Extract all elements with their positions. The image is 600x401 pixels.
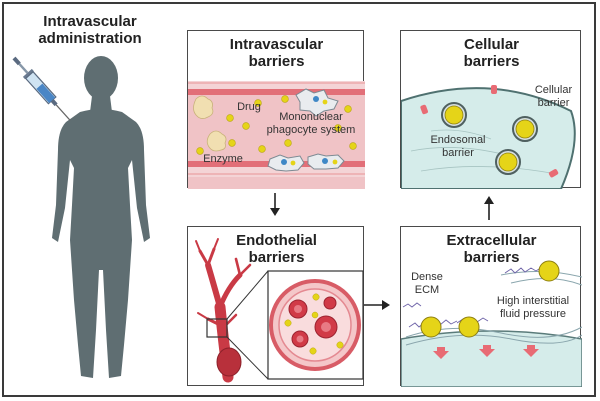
left-title-line2: administration: [38, 30, 142, 47]
label-mps-line2: phagocyte system: [266, 124, 356, 136]
intravascular-panel: Intravascular barriers Drug Mononuclear …: [187, 30, 366, 189]
label-mps-line1: Mononuclear: [279, 111, 343, 123]
cellular-title: Cellular barriers: [401, 36, 582, 70]
intravascular-title-line2: barriers: [248, 53, 305, 70]
label-mps: Mononuclear phagocyte system: [256, 111, 366, 137]
blood-vessel-illustration: [188, 81, 365, 189]
label-ecm-line1: Dense: [411, 271, 443, 283]
label-interstitial-pressure: High interstitial fluid pressure: [483, 295, 583, 321]
label-endosomal-line1: Endosomal: [430, 134, 486, 146]
label-dense-ecm: Dense ECM: [407, 271, 447, 297]
syringe-icon: [12, 56, 71, 121]
endothelial-drug-particles: [284, 293, 344, 355]
label-enzyme: Enzyme: [203, 153, 243, 165]
label-cellular-barrier: Cellular barrier: [526, 84, 581, 110]
cell-illustration: [401, 85, 576, 189]
ecm-nanoparticles: [420, 260, 560, 338]
label-drug: Drug: [237, 101, 261, 113]
left-title: Intravascular administration: [5, 13, 175, 47]
label-endosomal-barrier: Endosomal barrier: [423, 134, 493, 160]
flow-arrows: [270, 193, 494, 310]
pressure-arrows: [433, 345, 539, 359]
capillary-illustration: [195, 238, 364, 383]
endosomes: [441, 102, 538, 175]
label-pressure-line1: High interstitial: [496, 295, 570, 307]
label-pressure-line2: fluid pressure: [499, 308, 567, 320]
label-endosomal-line2: barrier: [442, 147, 474, 159]
endothelial-title-line1: Endothelial: [236, 232, 317, 249]
endothelial-title: Endothelial barriers: [188, 232, 365, 266]
endothelial-title-line2: barriers: [248, 249, 305, 266]
cellular-title-line2: barriers: [463, 53, 520, 70]
intravascular-title-line1: Intravascular: [229, 36, 324, 53]
label-cellular-line1: Cellular: [534, 84, 573, 96]
left-title-line1: Intravascular: [43, 13, 137, 30]
extracellular-panel: Extracellular barriers Dense ECM High in…: [400, 226, 583, 387]
drug-particles: [196, 95, 357, 155]
ecm-illustration: [401, 260, 582, 387]
intravascular-title: Intravascular barriers: [188, 36, 365, 70]
enzyme-icon: [193, 95, 227, 152]
extracellular-title-line1: Extracellular: [446, 232, 537, 249]
human-silhouette: [52, 56, 150, 378]
extracellular-title: Extracellular barriers: [401, 232, 582, 266]
cellular-title-line1: Cellular: [463, 36, 520, 53]
cellular-panel: Cellular barriers Cellular barrier Endos…: [400, 30, 582, 189]
extracellular-title-line2: barriers: [463, 249, 520, 266]
membrane-receptors: [420, 85, 559, 178]
endothelial-panel: Endothelial barriers: [187, 226, 364, 386]
label-cellular-line2: barrier: [537, 97, 570, 109]
label-ecm-line2: ECM: [414, 284, 440, 296]
